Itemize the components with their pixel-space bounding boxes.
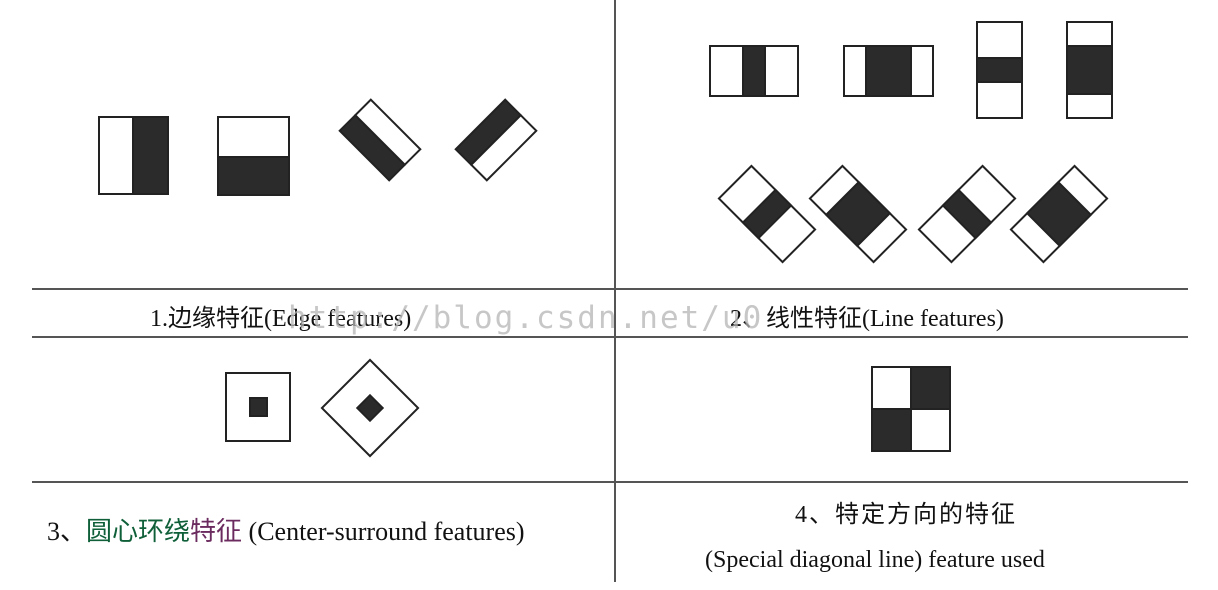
edge-feature-vertical [98,116,169,195]
edge-feature-tilted-b [454,98,538,182]
caption-center-en: (Center-surround features) [242,517,525,546]
line-feature-tilted-thin-a [717,164,817,264]
edge-features [98,98,538,196]
caption-center-prefix: 3、 [47,517,87,546]
edge-feature-tilted-a [338,98,422,182]
diagonal-feature [871,366,951,452]
caption-edge-features: 1.边缘特征(Edge features) [150,306,412,332]
caption-center-surround: 3、圆心环绕特征 (Center-surround features) [47,519,525,545]
center-surround-diamond [320,358,420,458]
caption-diagonal-en: (Special diagonal line) feature used [705,547,1045,573]
caption-center-zh-a: 圆心环绕 [86,517,191,546]
line-feature-tilted-wide-b [1009,164,1109,264]
line-feature-vertical-wide [843,45,934,97]
grid-lines [32,0,1188,582]
line-feature-horizontal-wide [1066,21,1113,119]
line-feature-tilted-wide-a [808,164,908,264]
line-feature-vertical-thin [709,45,799,97]
line-feature-tilted-thin-b [917,164,1017,264]
center-surround-square [225,372,291,442]
line-features [709,21,1113,264]
caption-line-features: 2、线性特征(Line features) [730,306,1004,332]
caption-diagonal-zh: 4、特定方向的特征 [795,502,1017,528]
edge-feature-horizontal [217,116,290,196]
center-surround-features [225,358,420,458]
caption-center-zh-b: 特征 [190,517,243,546]
line-feature-horizontal-thin [976,21,1023,119]
watermark-text: http://blog.csdn.net/u0 [288,300,764,336]
